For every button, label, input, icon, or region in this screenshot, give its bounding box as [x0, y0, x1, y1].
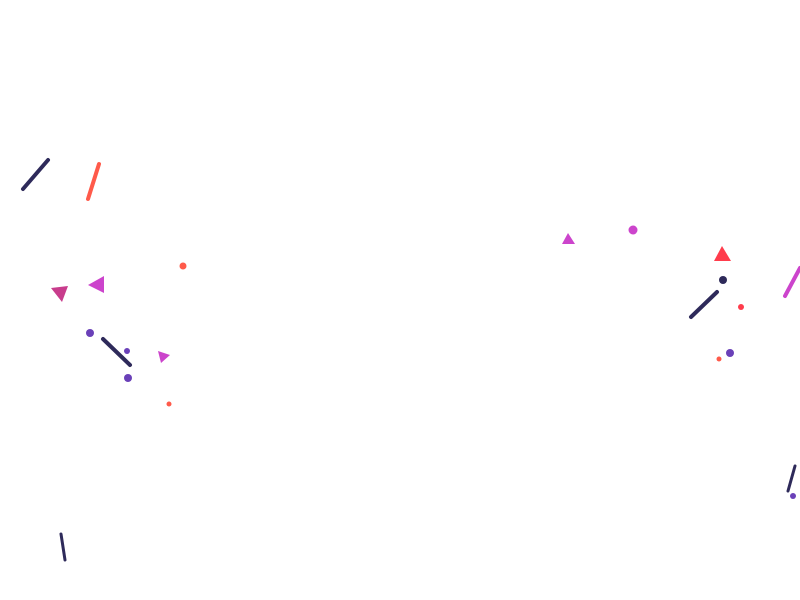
dot-shape: [124, 348, 130, 354]
dark-stroke: [59, 532, 67, 562]
dot-shape: [86, 329, 94, 337]
dot-shape: [628, 225, 638, 235]
dark-stroke: [786, 464, 797, 493]
dot-shape: [179, 262, 187, 270]
dot-shape: [716, 356, 722, 362]
dot-shape: [790, 493, 796, 499]
triangle-shape: [51, 286, 68, 302]
triangle-shape: [158, 351, 170, 363]
dark-stroke: [21, 158, 50, 191]
triangle-shape: [88, 276, 104, 293]
triangle-shape: [714, 246, 731, 261]
magenta-stroke: [783, 266, 800, 298]
dot-shape: [719, 276, 727, 284]
dot-shape: [726, 349, 734, 357]
dot-shape: [738, 304, 744, 310]
orange-stroke: [86, 162, 101, 201]
dot-shape: [124, 374, 132, 382]
dark-stroke: [101, 337, 132, 367]
triangle-shape: [562, 233, 575, 244]
dark-stroke: [689, 290, 719, 319]
dot-shape: [166, 401, 172, 407]
